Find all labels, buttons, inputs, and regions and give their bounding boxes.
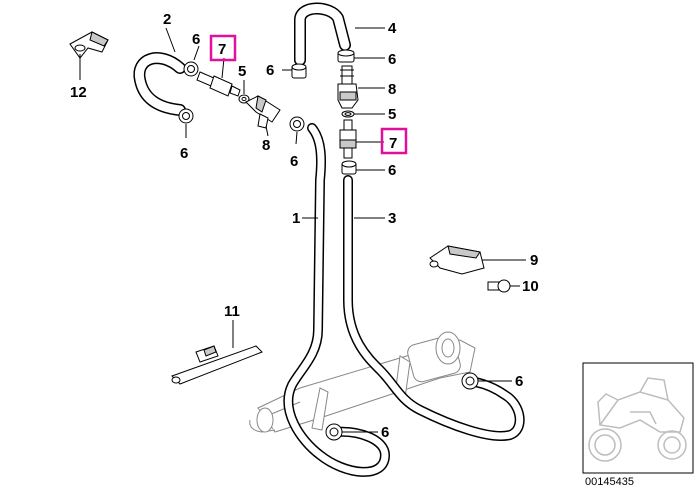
hose-nipple [340, 65, 354, 85]
hose-4 [294, 2, 351, 66]
hose-clamp [325, 423, 343, 441]
callout-5: 5 [388, 106, 396, 123]
callout-6: 6 [388, 51, 396, 68]
callout-6: 6 [381, 424, 389, 441]
callout-8: 8 [388, 81, 396, 98]
hose-clamp [341, 160, 357, 175]
check-valve [196, 71, 241, 97]
callout-9: 9 [530, 252, 538, 269]
callout-10: 10 [522, 278, 539, 295]
callout-12: 12 [70, 84, 87, 101]
hose-holder [429, 245, 485, 275]
leader-lines [79, 27, 526, 433]
hose-clamp [337, 49, 355, 63]
hose-clamp [291, 63, 307, 79]
mounting-bracket [171, 345, 263, 385]
callout-7: 7 [218, 41, 226, 58]
callout-6: 6 [515, 373, 523, 390]
callout-8: 8 [262, 137, 270, 154]
document-number: 00145435 [585, 476, 634, 488]
hose-clamp [289, 116, 305, 132]
highlight-box [209, 34, 237, 62]
callout-7: 7 [389, 135, 397, 152]
callout-5: 5 [238, 63, 246, 80]
callout-2: 2 [163, 11, 171, 28]
t-piece [337, 83, 359, 109]
hose-2 [133, 52, 186, 116]
check-valve [339, 119, 357, 159]
callout-4: 4 [388, 20, 397, 37]
o-ring [238, 94, 250, 104]
callout-1: 1 [292, 210, 300, 227]
o-ring [341, 110, 355, 118]
callout-3: 3 [388, 210, 396, 227]
motorcycle-thumbnail [582, 362, 694, 474]
callout-6: 6 [192, 31, 200, 48]
callout-6: 6 [290, 153, 298, 170]
hose-clamp [178, 108, 194, 124]
bolt [487, 279, 511, 293]
callout-6: 6 [388, 162, 396, 179]
callout-6: 6 [266, 62, 274, 79]
hose-1 [283, 123, 390, 477]
callout-6: 6 [180, 145, 188, 162]
callout-11: 11 [224, 303, 240, 320]
vehicle-frame-outline [249, 331, 476, 433]
cable-clip [69, 31, 109, 59]
t-piece [245, 95, 281, 129]
hose-clamp [461, 372, 479, 390]
highlight-box [380, 127, 408, 155]
hose-clamp [183, 61, 199, 77]
hose-3 [343, 175, 525, 441]
